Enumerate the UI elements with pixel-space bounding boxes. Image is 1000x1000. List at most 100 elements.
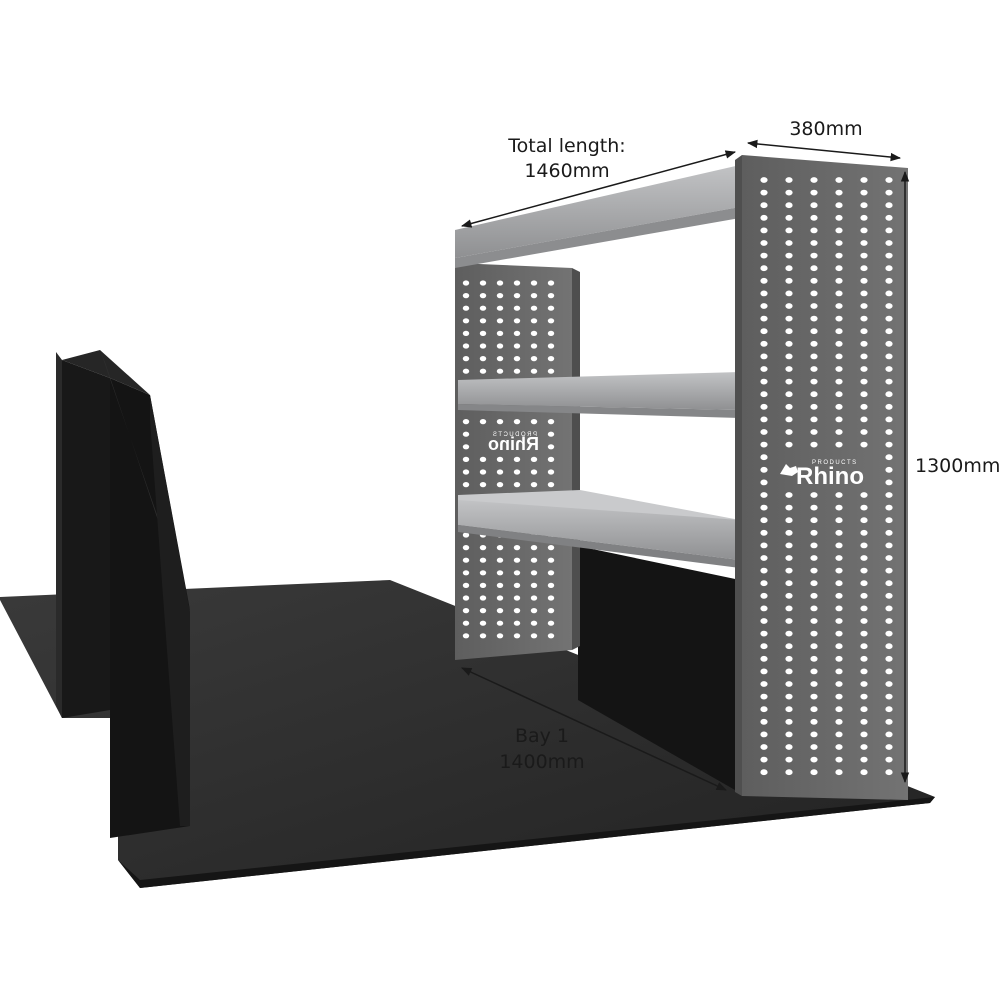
perforation-hole bbox=[760, 567, 768, 574]
perforation-hole bbox=[496, 293, 504, 299]
perforation-hole bbox=[462, 293, 470, 299]
perforation-hole bbox=[530, 293, 538, 299]
perforation-hole bbox=[810, 214, 818, 221]
bay-label: Bay 1 bbox=[515, 725, 569, 747]
perforation-hole bbox=[810, 756, 818, 763]
perforation-hole bbox=[885, 580, 893, 587]
perforation-hole bbox=[462, 330, 470, 336]
perforation-hole bbox=[760, 605, 768, 612]
perforation-hole bbox=[462, 318, 470, 324]
perforation-hole bbox=[785, 542, 793, 549]
perforation-hole bbox=[760, 744, 768, 750]
perforation-hole bbox=[760, 366, 768, 372]
middle-shelf bbox=[458, 372, 740, 418]
perforation-hole bbox=[760, 265, 768, 272]
perforation-hole bbox=[513, 318, 521, 324]
perforation-hole bbox=[810, 290, 818, 297]
perforation-hole bbox=[462, 305, 470, 311]
perforation-hole bbox=[530, 318, 538, 324]
perforation-hole bbox=[479, 419, 487, 425]
perforation-hole bbox=[513, 419, 521, 425]
perforation-hole bbox=[860, 340, 868, 347]
perforation-hole bbox=[860, 378, 868, 385]
perforation-hole bbox=[760, 227, 768, 234]
perforation-hole bbox=[860, 630, 868, 637]
perforation-hole bbox=[810, 655, 818, 662]
perforation-hole bbox=[785, 328, 793, 335]
perforation-hole bbox=[885, 744, 893, 750]
perforation-hole bbox=[835, 592, 843, 599]
perforation-hole bbox=[760, 718, 768, 725]
perforation-hole bbox=[885, 202, 893, 209]
perforation-hole bbox=[860, 189, 868, 196]
perforation-hole bbox=[810, 340, 818, 347]
perforation-hole bbox=[513, 343, 521, 349]
perforation-hole bbox=[810, 189, 818, 196]
perforation-hole bbox=[785, 731, 793, 738]
perforation-hole bbox=[785, 252, 793, 259]
perforation-hole bbox=[496, 608, 504, 614]
perforation-hole bbox=[810, 681, 818, 687]
perforation-hole bbox=[496, 456, 504, 462]
perforation-hole bbox=[530, 343, 538, 349]
perforation-hole bbox=[810, 177, 818, 183]
perforation-hole bbox=[885, 555, 893, 561]
perforation-hole bbox=[462, 356, 470, 362]
bay-value: 1400mm bbox=[499, 751, 584, 773]
perforation-hole bbox=[885, 403, 893, 410]
perforation-hole bbox=[785, 177, 793, 183]
perforation-hole bbox=[810, 429, 818, 435]
perforation-hole bbox=[530, 456, 538, 462]
perforation-hole bbox=[547, 343, 555, 349]
perforation-hole bbox=[785, 391, 793, 398]
perforation-hole bbox=[835, 555, 843, 561]
perforation-hole bbox=[885, 718, 893, 725]
perforation-hole bbox=[885, 492, 893, 498]
height-value: 1300mm bbox=[915, 455, 1000, 477]
perforation-hole bbox=[479, 368, 487, 374]
perforation-hole bbox=[860, 366, 868, 372]
perforation-hole bbox=[885, 441, 893, 448]
perforation-hole bbox=[885, 618, 893, 624]
perforation-hole bbox=[547, 570, 555, 576]
perforation-hole bbox=[885, 756, 893, 763]
perforation-hole bbox=[462, 620, 470, 626]
perforation-hole bbox=[835, 567, 843, 574]
perforation-hole bbox=[479, 280, 487, 286]
perforation-hole bbox=[760, 252, 768, 259]
perforation-hole bbox=[860, 240, 868, 246]
perforation-hole bbox=[760, 328, 768, 335]
perforation-hole bbox=[547, 469, 555, 475]
perforation-hole bbox=[462, 419, 470, 425]
perforation-hole bbox=[885, 177, 893, 183]
perforation-hole bbox=[496, 318, 504, 324]
perforation-hole bbox=[462, 545, 470, 551]
perforation-hole bbox=[885, 479, 893, 486]
perforation-hole bbox=[547, 356, 555, 362]
perforation-hole bbox=[547, 482, 555, 488]
perforation-hole bbox=[860, 542, 868, 549]
perforation-hole bbox=[835, 504, 843, 511]
perforation-hole bbox=[760, 202, 768, 209]
perforation-hole bbox=[530, 608, 538, 614]
perforation-hole bbox=[760, 441, 768, 448]
perforation-hole bbox=[885, 567, 893, 574]
perforation-hole bbox=[810, 378, 818, 385]
perforation-hole bbox=[885, 605, 893, 612]
perforation-hole bbox=[496, 557, 504, 563]
perforation-hole bbox=[462, 343, 470, 349]
perforation-hole bbox=[810, 252, 818, 259]
perforation-hole bbox=[479, 356, 487, 362]
perforation-hole bbox=[835, 769, 843, 776]
perforation-hole bbox=[810, 555, 818, 561]
perforation-hole bbox=[785, 340, 793, 347]
perforation-hole bbox=[462, 633, 470, 639]
right-panel-holes bbox=[760, 177, 893, 776]
perforation-hole bbox=[760, 681, 768, 687]
perforation-hole bbox=[496, 469, 504, 475]
perforation-hole bbox=[760, 529, 768, 536]
perforation-hole bbox=[810, 303, 818, 309]
perforation-hole bbox=[760, 416, 768, 423]
perforation-hole bbox=[860, 744, 868, 750]
bottom-shelf bbox=[458, 490, 740, 568]
